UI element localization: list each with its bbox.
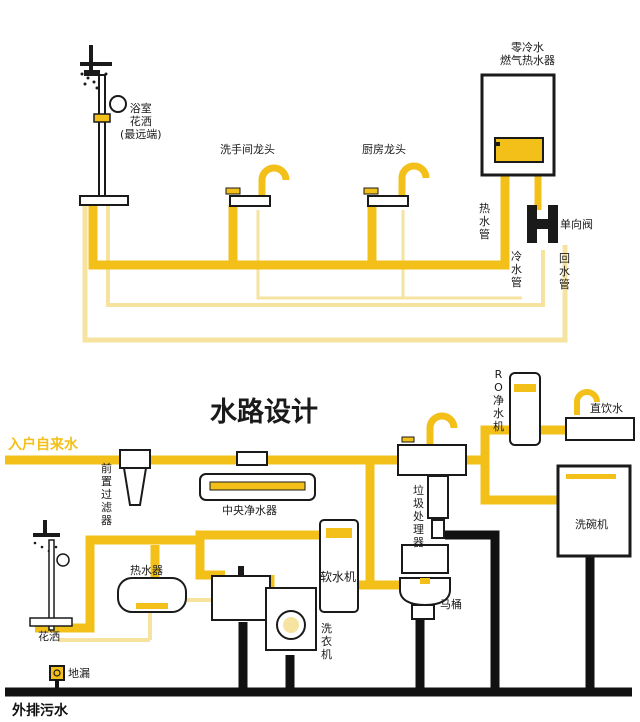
washing-machine — [265, 587, 317, 651]
central-purifier — [199, 451, 316, 501]
check-valve — [527, 205, 558, 243]
house-loop-2 — [35, 535, 200, 633]
softener-label: 软水机 — [320, 570, 357, 584]
kitchen-label: 厨房龙头 — [362, 143, 406, 156]
cold-pipe-label: 冷水管 — [511, 250, 522, 289]
central-purifier-label: 中央净水器 — [222, 504, 277, 517]
water-softener — [319, 519, 359, 613]
cold-main — [88, 175, 510, 270]
ro-label: RO净水机 — [493, 368, 504, 433]
direct-drink — [565, 389, 635, 441]
washer-label: 洗衣机 — [321, 622, 332, 661]
hot-pipe-bottom — [58, 598, 215, 642]
heater-label: 零冷水 燃气热水器 — [500, 41, 555, 68]
prefilter — [119, 449, 151, 506]
kitchen-faucet — [363, 162, 430, 207]
dishwasher-feed — [480, 460, 560, 505]
floor-drain-label: 地漏 — [68, 667, 90, 680]
disposer-label: 垃圾处理器 — [413, 484, 424, 549]
drain-lines — [5, 530, 632, 697]
washbasin-faucet — [225, 164, 290, 207]
bottom-shower-label: 花洒 — [38, 630, 60, 643]
inlet-label: 入户自来水 — [8, 437, 78, 453]
direct-drink-label: 直饮水 — [590, 402, 623, 415]
sewage-label: 外排污水 — [12, 703, 68, 719]
return-loop-inner — [106, 205, 545, 307]
return-pipe-label: 回水管 — [559, 252, 570, 291]
floor-drain — [49, 665, 65, 692]
washbasin-label: 洗手间龙头 — [220, 143, 275, 156]
bottom-shower — [29, 520, 73, 631]
toilet — [399, 544, 451, 620]
page-title: 水路设计 — [210, 397, 318, 428]
toilet-label: 马桶 — [440, 598, 462, 611]
check-valve-label: 单向阀 — [560, 218, 593, 231]
bottom-heater-label: 热水器 — [130, 564, 163, 577]
bottom-heater — [117, 577, 187, 613]
top-pipes — [82, 175, 568, 343]
return-loop-outer — [82, 205, 568, 343]
dishwasher-label: 洗碗机 — [575, 518, 608, 531]
prefilter-label: 前置过滤器 — [101, 462, 112, 527]
kitchen-sink — [397, 412, 467, 539]
ro-purifier — [509, 372, 541, 446]
hot-pipe-label: 热水管 — [479, 202, 490, 241]
bottom-basin — [211, 566, 271, 621]
gas-heater — [480, 73, 556, 177]
hot-branch-wash — [256, 210, 522, 300]
dishwasher — [556, 464, 632, 558]
top-shower-label: 浴室 花洒 (最远端) — [120, 102, 162, 142]
top-shower — [79, 45, 129, 206]
